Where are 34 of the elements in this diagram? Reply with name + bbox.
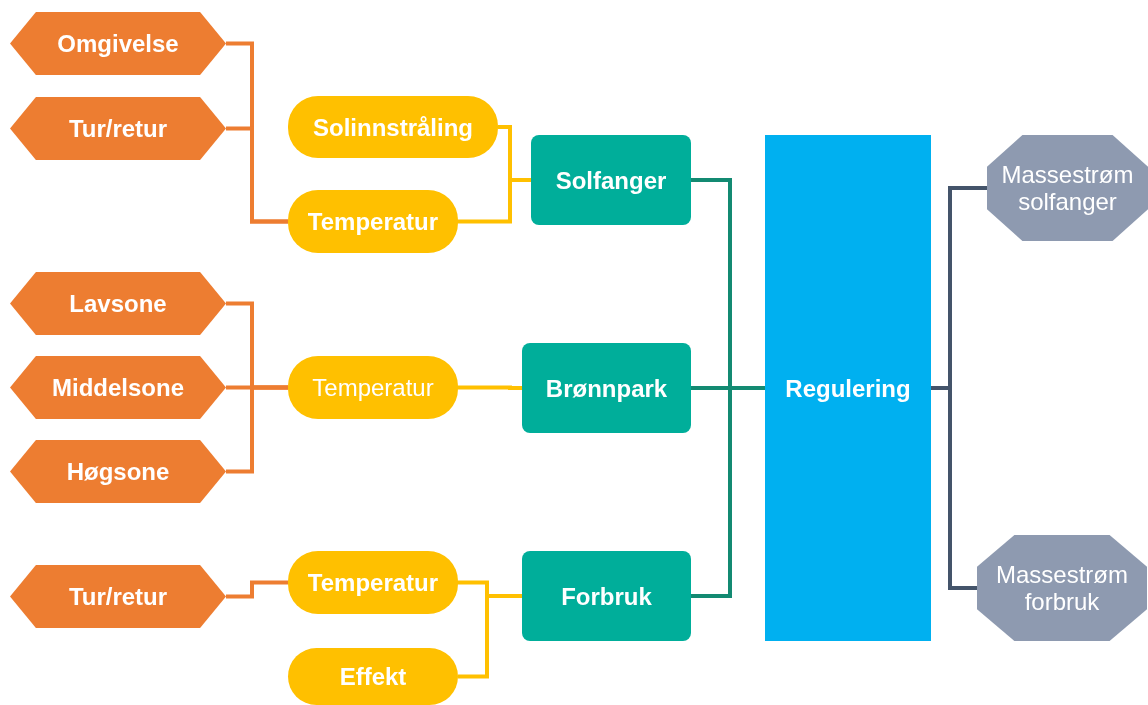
connector-line <box>931 386 977 590</box>
control-block <box>765 135 931 641</box>
node-label: Lavsone <box>69 290 167 317</box>
node-label: Høgsone <box>66 458 170 485</box>
process-box <box>522 551 691 641</box>
node-label: Temperatur <box>312 374 434 401</box>
rounded-box <box>288 96 498 158</box>
node-label: Solinnstråling <box>313 113 473 141</box>
node-label: Massestrøm solfanger <box>1000 161 1135 215</box>
connector-line <box>691 386 765 598</box>
node-label: Forbruk <box>561 582 652 610</box>
rounded-box <box>288 551 458 614</box>
rounded-box <box>288 356 458 419</box>
connector-line <box>226 385 288 474</box>
node-label: Middelsone <box>52 374 184 401</box>
connector-line <box>458 385 522 390</box>
node-label: Massestrøm forbruk <box>995 561 1129 615</box>
node-label: Regulering <box>785 374 911 402</box>
node-label: Omgivelse <box>57 30 179 57</box>
node-label: Temperatur <box>307 569 439 596</box>
connector-line <box>458 594 522 679</box>
rounded-box <box>288 648 458 705</box>
connector-line <box>226 580 288 599</box>
node-label: Brønnpark <box>545 374 668 402</box>
node-label: Temperatur <box>307 208 439 235</box>
connector-line <box>226 126 288 224</box>
node-label: Effekt <box>339 663 407 690</box>
process-box <box>531 135 691 225</box>
node-label: Tur/retur <box>68 583 168 610</box>
node-label: Tur/retur <box>68 115 168 142</box>
connector-line <box>458 178 531 224</box>
process-box <box>522 343 691 433</box>
node-label: Solfanger <box>555 166 667 194</box>
rounded-box <box>288 190 458 253</box>
